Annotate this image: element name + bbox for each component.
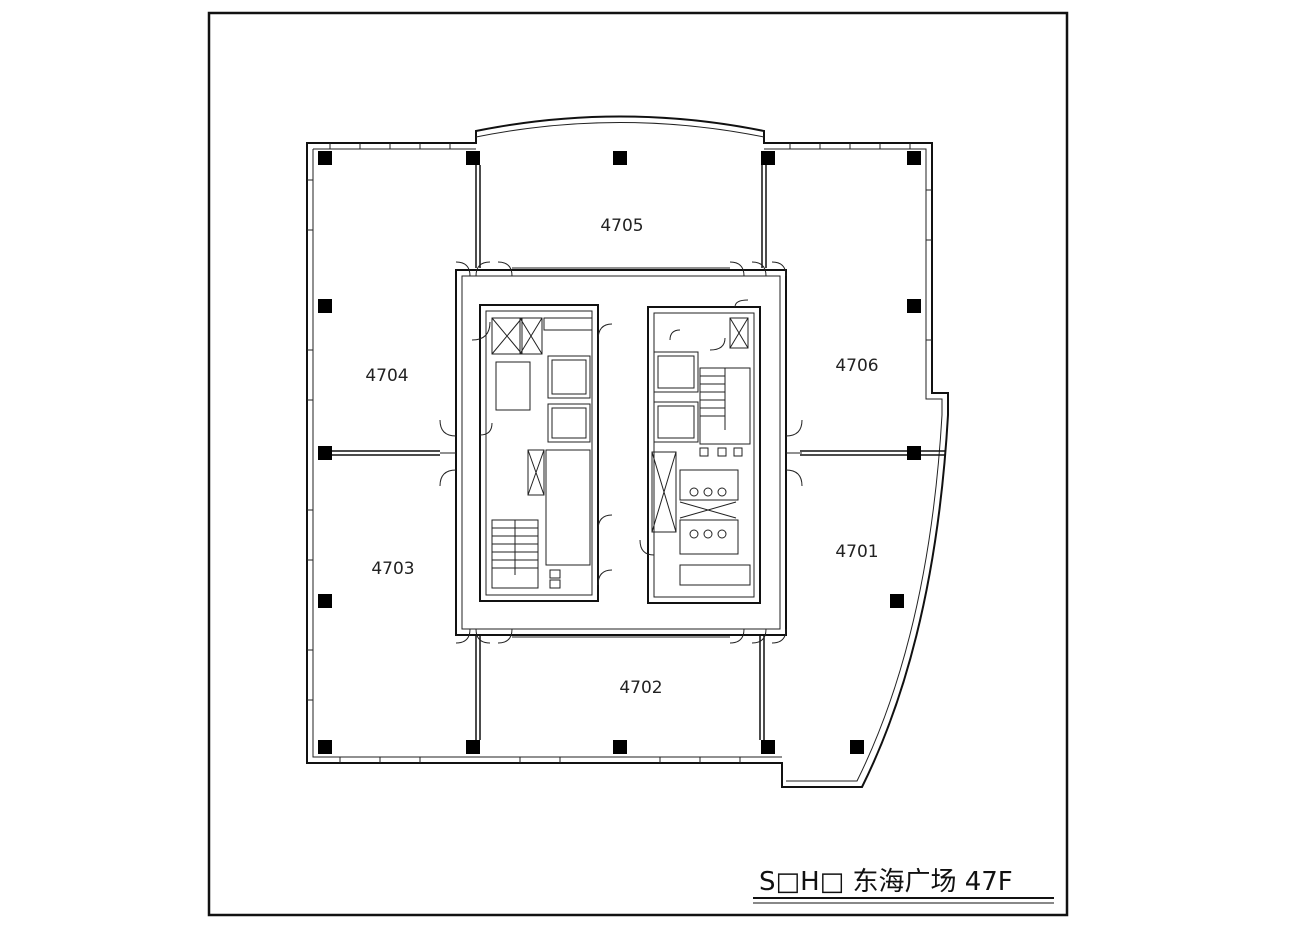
room-labels: 4705 4704 4706 4703 4701 4702 (365, 216, 878, 698)
core-corridor (439, 261, 803, 644)
right-core (639, 299, 761, 604)
left-core (471, 304, 613, 602)
room-label-4701: 4701 (835, 542, 878, 562)
drawing-title: S□H□ 东海广场 47F (759, 867, 1013, 897)
sheet-border (207, 11, 1069, 917)
room-label-4705: 4705 (600, 216, 643, 236)
mullion-ticks (307, 143, 932, 763)
building-envelope (306, 115, 949, 788)
title-block: S□H□ 东海广场 47F (753, 867, 1054, 904)
room-label-4706: 4706 (835, 356, 878, 376)
structural-columns (318, 151, 921, 754)
unit-partitions (332, 165, 945, 740)
room-label-4704: 4704 (365, 366, 408, 386)
room-label-4702: 4702 (619, 678, 662, 698)
room-label-4703: 4703 (371, 559, 414, 579)
